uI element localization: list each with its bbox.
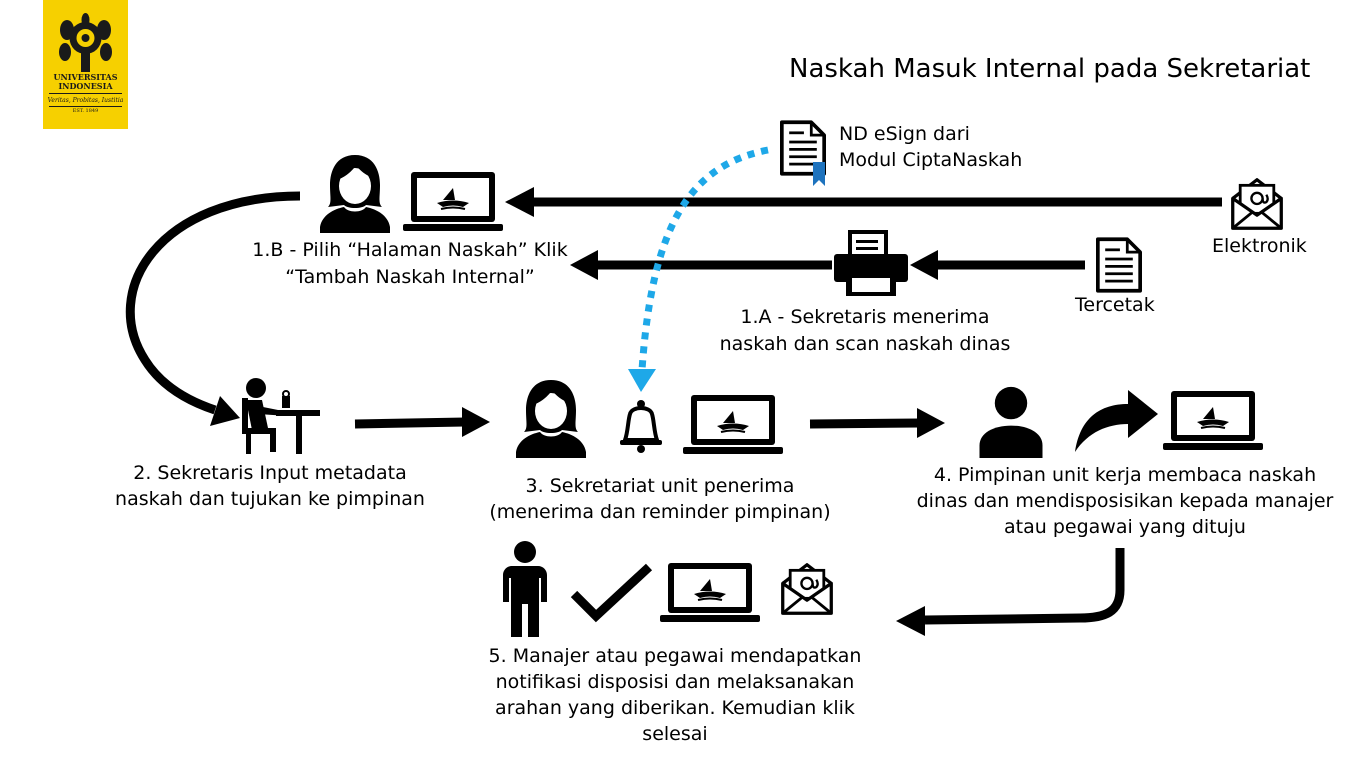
arrow-step2-to-step3: [354, 417, 466, 429]
step5-line2: notifikasi disposisi dan melaksanakan: [495, 671, 855, 693]
receiver-woman-icon: [516, 380, 586, 458]
step2-line2: naskah dan tujukan ke pimpinan: [115, 488, 425, 510]
check-icon: [570, 563, 653, 623]
arrowhead: [462, 407, 490, 437]
printed-label: Tercetak: [1075, 294, 1155, 316]
step5-line4: selesai: [642, 723, 708, 745]
electronic-label: Elektronik: [1212, 235, 1307, 257]
arrow-step4-to-step5: [924, 548, 1125, 625]
printed-document-icon: [1096, 237, 1142, 293]
page-title: Naskah Masuk Internal pada Sekretariat: [789, 54, 1311, 84]
logo-university: UNIVERSITAS: [53, 72, 118, 82]
person-at-desk-icon: [242, 378, 320, 454]
secretary-woman-icon: [320, 155, 390, 233]
step4-line2: dinas dan mendisposisikan kepada manajer: [916, 490, 1334, 512]
esign-label-line1: ND eSign dari: [839, 123, 970, 145]
logo-motto: Veritas, Probitas, Iustitia: [47, 97, 124, 104]
step1b-line2: “Tambah Naskah Internal”: [285, 266, 535, 288]
step3-line2: (menerima dan reminder pimpinan): [489, 501, 831, 523]
logo-established: EST. 1849: [72, 108, 99, 114]
step1a-line1: 1.A - Sekretaris menerima: [740, 306, 990, 328]
arrow-step3-to-step4: [809, 418, 921, 429]
ribbon-icon: [813, 162, 825, 186]
standing-man-icon: [503, 541, 547, 637]
arrowhead: [505, 187, 534, 217]
leader-person-icon: [979, 386, 1043, 458]
laptop-icon: [683, 395, 783, 455]
step5-line3: arahan yang diberikan. Kemudian klik: [495, 697, 855, 719]
email-envelope-icon: [781, 563, 833, 615]
step1a-line2: naskah dan scan naskah dinas: [719, 333, 1011, 355]
arrowhead: [570, 250, 598, 280]
arrowhead: [910, 250, 938, 280]
step2-line1: 2. Sekretaris Input metadata: [133, 462, 407, 484]
step5-line1: 5. Manajer atau pegawai mendapatkan: [488, 645, 862, 667]
step4-line3: atau pegawai yang dituju: [1004, 516, 1246, 538]
arrow-esign-to-bell: [638, 146, 769, 371]
bell-icon: [620, 400, 662, 453]
laptop-icon: [660, 563, 760, 623]
arrowhead: [628, 369, 656, 392]
email-envelope-icon: [1231, 178, 1283, 230]
forward-arrow-icon: [1075, 390, 1158, 452]
step3-line1: 3. Sekretariat unit penerima: [525, 475, 795, 497]
arrow-step1b-to-step2: [125, 191, 301, 415]
logo-country: INDONESIA: [58, 81, 113, 91]
laptop-icon: [1163, 391, 1263, 451]
step4-line1: 4. Pimpinan unit kerja membaca naskah: [933, 464, 1317, 486]
makara-emblem-icon: [59, 13, 112, 72]
university-logo: UNIVERSITAS INDONESIA Veritas, Probitas,…: [43, 0, 128, 129]
step1b-line1: 1.B - Pilih “Halaman Naskah” Klik: [252, 239, 568, 261]
esign-label-line2: Modul CiptaNaskah: [839, 149, 1023, 171]
arrowhead: [917, 408, 945, 438]
printer-icon: [834, 230, 908, 296]
arrowhead: [896, 606, 925, 636]
arrowhead: [210, 396, 240, 426]
laptop-icon: [403, 172, 503, 232]
